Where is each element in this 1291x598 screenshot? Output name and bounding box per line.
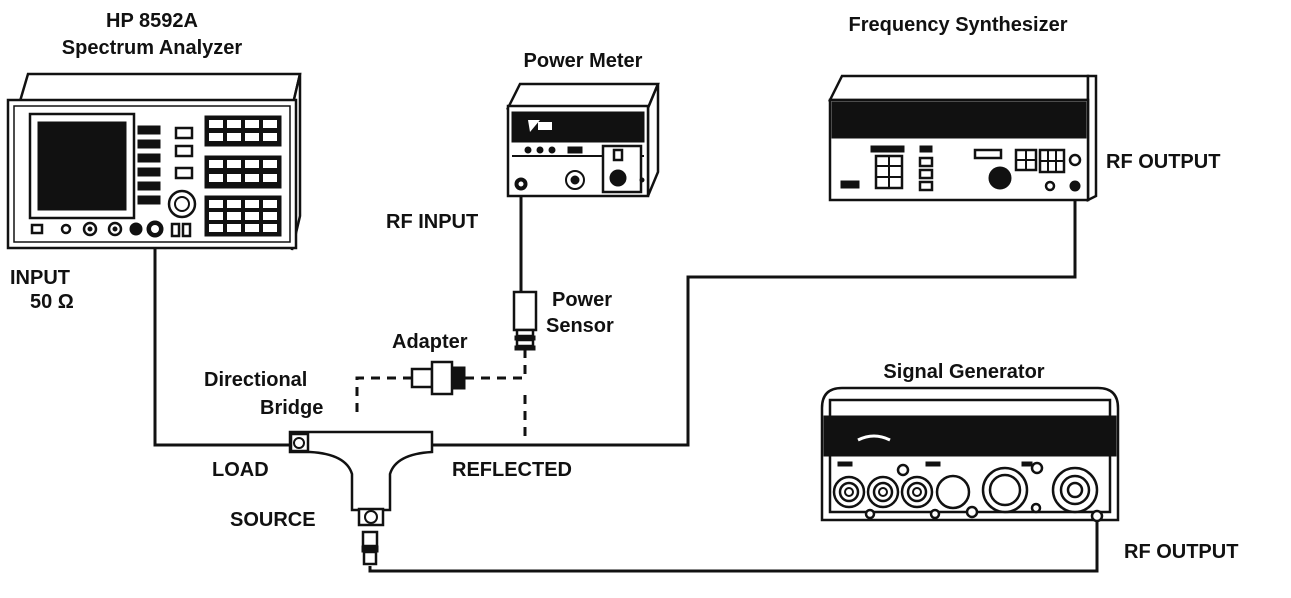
power-meter	[505, 82, 660, 198]
adapter-label: Adapter	[392, 331, 468, 353]
analyzer-model-label: HP 8592A	[106, 10, 198, 32]
power-meter-rf-input-label: RF INPUT	[386, 211, 478, 233]
analyzer-input-label: INPUT	[10, 267, 70, 289]
bridge-load-label: LOAD	[212, 459, 269, 481]
analyzer-name-label: Spectrum Analyzer	[62, 37, 243, 59]
cable-analyzer-to-bridge-load	[153, 234, 292, 447]
synthesizer-display	[831, 101, 1087, 139]
bridge-source-port[interactable]	[357, 507, 385, 527]
signal-generator-rf-output-label: RF OUTPUT	[1124, 541, 1238, 563]
bridge-source-label: SOURCE	[230, 509, 316, 531]
bridge-label-line2: Bridge	[260, 397, 323, 419]
cable-bridge-reflected-to-synthesizer	[432, 184, 1077, 447]
analyzer-knob	[167, 189, 197, 219]
bridge-reflected-label: REFLECTED	[452, 459, 572, 481]
synthesizer-rf-output-connector[interactable]	[1069, 180, 1081, 192]
dashed-cable-adapter-to-sensor	[465, 350, 527, 380]
adapter[interactable]	[410, 360, 466, 396]
spectrum-analyzer	[6, 72, 302, 251]
synthesizer-knob	[988, 166, 1012, 190]
analyzer-impedance-label: 50 Ω	[30, 291, 74, 313]
power-meter-label: Power Meter	[524, 50, 643, 72]
power-sensor-label-line1: Power	[552, 289, 612, 311]
power-sensor[interactable]	[512, 290, 538, 351]
signal-generator-label: Signal Generator	[883, 361, 1044, 383]
synthesizer-label: Frequency Synthesizer	[849, 14, 1068, 36]
directional-bridge	[288, 430, 434, 566]
power-sensor-label-line2: Sensor	[546, 315, 614, 337]
analyzer-screen	[37, 121, 127, 211]
cable-source-to-signal-generator	[368, 516, 1099, 573]
synthesizer-rf-output-label: RF OUTPUT	[1106, 151, 1220, 173]
frequency-synthesizer	[827, 74, 1098, 203]
bridge-label-line1: Directional	[204, 369, 307, 391]
dashed-cable-bridge-to-adapter	[355, 376, 412, 412]
signal-generator-rf-output-connector[interactable]	[1090, 509, 1104, 523]
signal-generator	[820, 386, 1120, 523]
